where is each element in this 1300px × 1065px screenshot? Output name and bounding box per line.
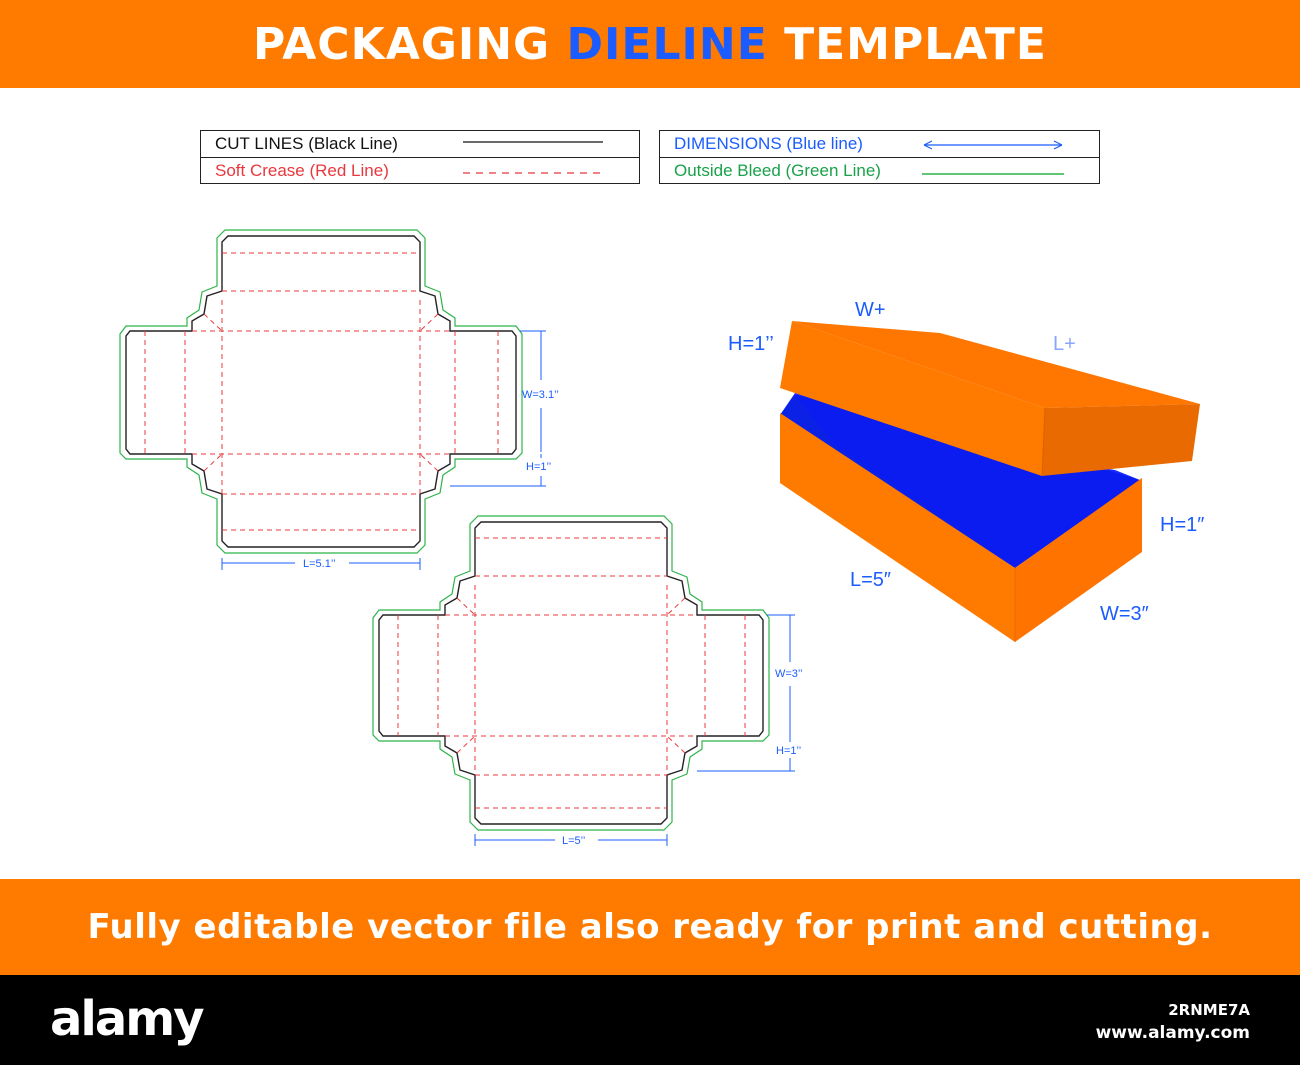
- box-3d-mockup: W+ H=1’’ L+ H=1″ L=5″ W=3″: [728, 299, 1204, 642]
- site-url: www.alamy.com: [1095, 1023, 1250, 1043]
- legend-dimensions-label: DIMENSIONS (Blue line): [674, 134, 863, 153]
- title-banner: PACKAGING DIELINE TEMPLATE: [0, 0, 1300, 88]
- footer-banner-text: Fully editable vector file also ready fo…: [87, 907, 1213, 947]
- legend-bleed-swatch: [922, 173, 1064, 175]
- base-dieline: W=3’’ H=1’’ L=5’’: [372, 515, 803, 847]
- base-dimension-lines: [474, 614, 795, 846]
- lid-front-short-face: [1042, 404, 1200, 476]
- legend-row-crease: Soft Crease (Red Line): [201, 157, 639, 184]
- lid-height-dim-label: H=1’’: [728, 333, 774, 355]
- legend-bleed-label: Outside Bleed (Green Line): [674, 161, 881, 180]
- legend-row-bleed: Outside Bleed (Green Line): [660, 157, 1099, 184]
- lid-top-face: [792, 321, 1200, 408]
- footer-banner: Fully editable vector file also ready fo…: [0, 879, 1300, 975]
- lid-dieline: W=3.1’’ H=1’’ L=5.1’’: [119, 229, 559, 570]
- lid-width-dim-label: W+: [855, 299, 886, 321]
- title-part2: TEMPLATE: [784, 18, 1047, 70]
- lid-height-label: H=1’’: [526, 461, 551, 473]
- title-highlight: DIELINE: [566, 18, 768, 70]
- title-part1: PACKAGING: [253, 18, 551, 70]
- legend-lines-box: CUT LINES (Black Line) Soft Crease (Red …: [200, 130, 640, 184]
- base-inner-side-wall: [780, 395, 1015, 568]
- legend-crease-swatch: [463, 172, 603, 174]
- lid-cut-outline: [125, 235, 517, 548]
- base-length-label: L=5’’: [562, 835, 585, 847]
- legend-row-cut: CUT LINES (Black Line): [201, 131, 639, 157]
- base-width-dim-label: W=3″: [1100, 603, 1149, 625]
- base-width-label: W=3’’: [775, 668, 803, 680]
- legend-cut-label: CUT LINES (Black Line): [215, 134, 398, 153]
- base-front-long-wall: [780, 413, 1015, 642]
- image-id: 2RNME7A: [1168, 1001, 1250, 1019]
- base-front-short-wall: [1015, 478, 1142, 642]
- base-crease-lines: [397, 537, 746, 809]
- base-length-dim-label: L=5″: [850, 569, 891, 591]
- lid-bleed-outline: [119, 229, 523, 554]
- lid-dimension-lines: [221, 330, 546, 570]
- base-inner-floor: [780, 395, 1140, 568]
- lid-length-label: L=5.1’’: [303, 558, 336, 570]
- alamy-logo: alamy: [50, 991, 205, 1047]
- base-height-label: H=1’’: [776, 745, 801, 757]
- lid-crease-lines: [144, 252, 499, 531]
- lid-length-dim-label: L+: [1053, 333, 1076, 355]
- artwork-canvas: W=3.1’’ H=1’’ L=5.1’’: [119, 229, 1204, 847]
- watermark-bar: alamy 2RNME7A www.alamy.com: [0, 975, 1300, 1065]
- base-bleed-outline: [372, 515, 770, 831]
- lid-front-long-face: [780, 321, 1045, 476]
- lid-width-label: W=3.1’’: [522, 389, 559, 401]
- legend-crease-label: Soft Crease (Red Line): [215, 161, 389, 180]
- legend-dims-box: DIMENSIONS (Blue line) Outside Bleed (Gr…: [659, 130, 1100, 184]
- legend-dimensions-swatch: [923, 140, 1063, 150]
- legend-row-dimensions: DIMENSIONS (Blue line): [660, 131, 1099, 157]
- base-height-dim-label: H=1″: [1160, 514, 1204, 536]
- legend-cut-swatch: [463, 141, 603, 143]
